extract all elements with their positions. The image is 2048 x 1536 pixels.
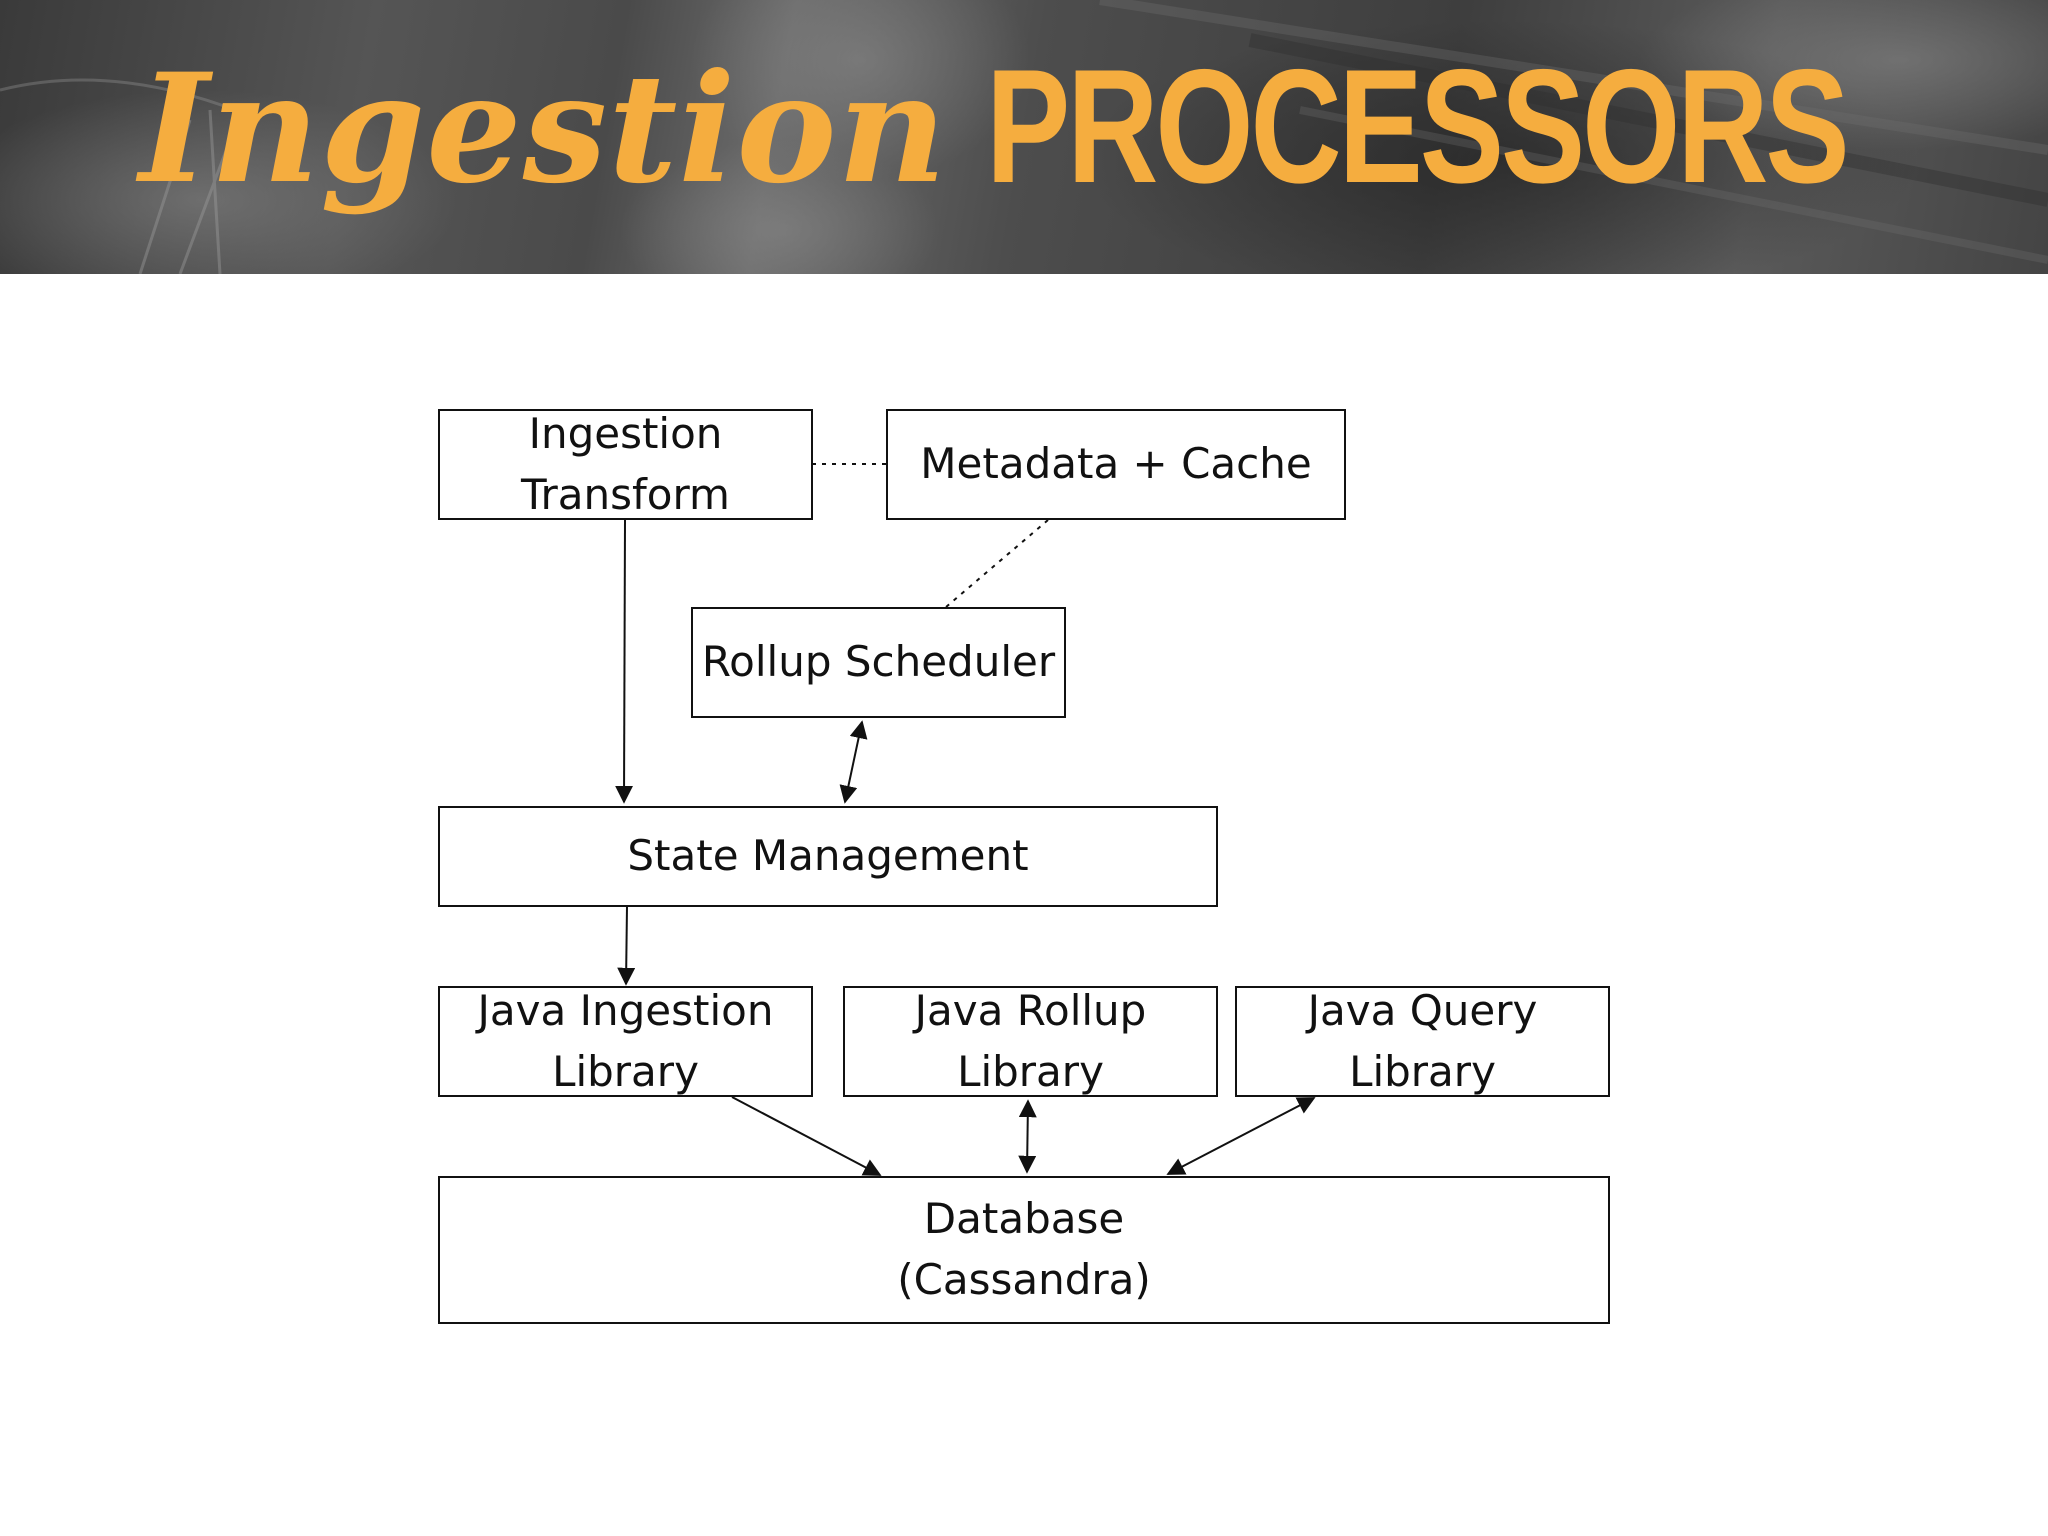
box-state-management-label: State Management <box>627 831 1029 881</box>
slide-title: Ingestion PROCESSORS <box>0 0 2048 274</box>
box-state-management: State Management <box>438 806 1218 907</box>
title-caps-word: PROCESSORS <box>985 36 1850 217</box>
box-java-ingestion-library-line1: Java Ingestion <box>477 985 774 1035</box>
box-java-ingestion-library: Java Ingestion Library <box>438 986 813 1097</box>
box-java-ingestion-library-line2: Library <box>552 1046 699 1096</box>
box-ingestion-transform: Ingestion Transform <box>438 409 813 520</box>
box-rollup-scheduler: Rollup Scheduler <box>691 607 1066 718</box>
header-banner: Ingestion PROCESSORS <box>0 0 2048 274</box>
edge-java-query-library-database <box>1166 1097 1316 1175</box>
box-java-query-library: Java Query Library <box>1235 986 1610 1097</box>
box-ingestion-transform-line2: Transform <box>521 469 730 519</box>
box-java-rollup-library: Java Rollup Library <box>843 986 1218 1097</box>
box-rollup-scheduler-label: Rollup Scheduler <box>701 637 1056 687</box>
edge-java-rollup-library-database <box>1018 1099 1037 1174</box>
box-metadata-cache: Metadata + Cache <box>886 409 1346 520</box>
box-database: Database (Cassandra) <box>438 1176 1610 1324</box>
title-script-word: Ingestion <box>139 41 948 217</box>
box-database-line1: Database <box>923 1194 1125 1244</box>
edge-java-ingestion-library-database <box>731 1096 882 1176</box>
box-ingestion-transform-line1: Ingestion <box>528 408 723 458</box>
box-database-line2: (Cassandra) <box>897 1255 1151 1304</box>
edge-ingestion-transform-state-management <box>615 519 634 804</box>
box-java-query-library-line1: Java Query <box>1307 985 1538 1035</box>
box-java-rollup-library-line2: Library <box>957 1046 1104 1096</box>
box-java-query-library-line2: Library <box>1349 1046 1496 1096</box>
edge-state-management-java-ingestion-library <box>617 905 636 986</box>
edge-metadata-cache-rollup-scheduler <box>945 519 1049 608</box>
box-metadata-cache-label: Metadata + Cache <box>920 439 1312 489</box>
box-java-rollup-library-line1: Java Rollup <box>914 985 1147 1035</box>
banner-photo-background <box>0 0 2048 274</box>
edge-rollup-scheduler-state-management <box>839 720 868 804</box>
